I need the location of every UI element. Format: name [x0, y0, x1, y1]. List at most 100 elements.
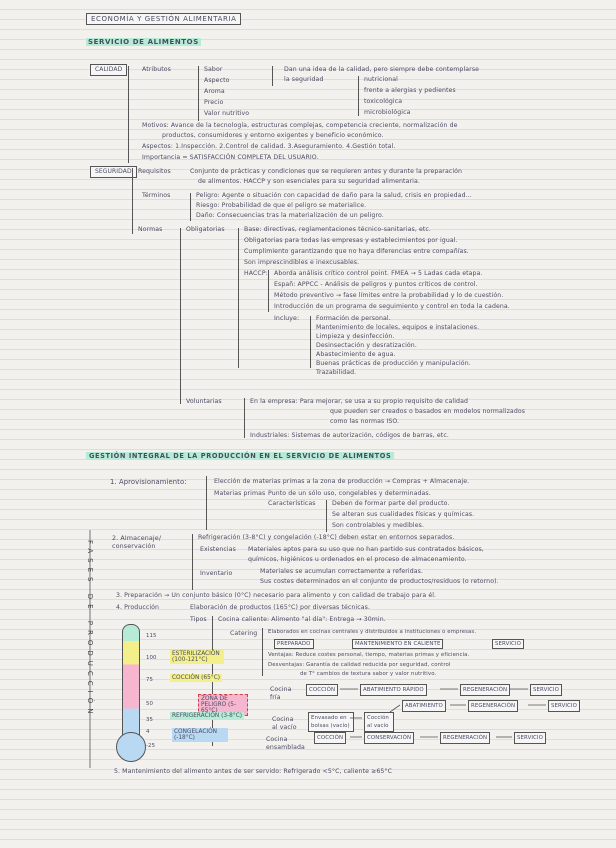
seg-2: toxicológica	[364, 98, 403, 105]
req-line2: de alimentos. HACCP y son esenciales par…	[198, 178, 420, 185]
haccp-1: Españ: APPCC - Análisis de peligros y pu…	[274, 281, 478, 288]
mp-line: Punto de un sólo uso, congelables y dete…	[268, 490, 431, 497]
haccp-2: Método preventivo → fase límites entre l…	[274, 292, 504, 299]
haccp-0: Aborda análisis crítico control point. F…	[274, 270, 483, 277]
materias-primas-label: Materias primas	[214, 490, 266, 497]
label-congelacion: CONGELACIÓN (-18°C)	[172, 728, 228, 742]
industriales-line: Industriales: Sistemas de autorización, …	[250, 432, 449, 439]
cocina-fria-label: Cocina fría	[270, 686, 292, 701]
aprov-line: Elección de materias primas a la zona de…	[214, 478, 470, 485]
produccion-title: 4. Producción	[116, 604, 160, 611]
tick-4: 35	[146, 717, 154, 723]
label-refrigeracion: REFRIGERACIÓN (3-8°C)	[170, 712, 245, 720]
attr-3: Precio	[204, 99, 224, 106]
haccp-label: HACCP:	[244, 270, 268, 277]
fria-step-1: ABATIMIENTO RÁPIDO	[360, 684, 427, 696]
car-2: Son controlables y medibles.	[332, 522, 425, 529]
ensam-step-2: REGENERACIÓN	[440, 732, 491, 744]
term-3: Daño: Consecuencias tras la materializac…	[196, 212, 384, 219]
attr-0: Sabor	[204, 66, 223, 73]
incl-1: Mantenimiento de locales, equipos e inst…	[316, 324, 480, 331]
obl-0: Base: directivas, reglamentaciones técni…	[244, 226, 431, 233]
incl-5: Buenas prácticas de producción y manipul…	[316, 360, 471, 367]
mantenimiento-footer: 5. Mantenimiento del alimento antes de s…	[114, 768, 393, 775]
cat-box-servicio: SERVICIO	[492, 639, 524, 649]
seg-1: frente a alergias y pedientes	[364, 87, 456, 94]
almacen-line: Refrigeración (3-8°C) y congelación (-18…	[198, 534, 455, 541]
almacenaje-title: 2. Almacenaje/ conservación	[112, 534, 162, 550]
calidad-desc1: Dan una idea de la calidad, pero siempre…	[284, 66, 480, 73]
produccion-line: Elaboración de productos (165°C) por div…	[190, 604, 371, 611]
tick-2: 75	[146, 677, 154, 683]
tick-6: -25	[146, 743, 156, 749]
exist-2: químicos, higiénicos u ordenados en el p…	[248, 556, 467, 563]
normas-label: Normas	[138, 226, 163, 233]
haccp-3: Introducción de un programa de seguimien…	[274, 303, 510, 310]
vol-2: que pueden ser creados o basados en mode…	[330, 408, 526, 415]
incluye-label: Incluye:	[274, 315, 300, 322]
vacio-step-0: Envasado en bolsas (vacío)	[308, 712, 354, 732]
motivos-line1: Motivos: Avance de la tecnología, estruc…	[142, 122, 458, 129]
caracteristicas-label: Características	[268, 500, 316, 507]
inv-2: Sus costes determinados en el conjunto d…	[260, 578, 499, 585]
fria-step-0: COCCIÓN	[306, 684, 339, 696]
cat-box-preparado: PREPARADO	[274, 639, 314, 649]
cat-line4: de T° cambios de textura sabor y valor n…	[300, 671, 437, 677]
vol-1: En la empresa: Para mejorar, se usa a su…	[250, 398, 468, 405]
existencias-label: Existencias	[200, 546, 236, 553]
incl-2: Limpieza y desinfección.	[316, 333, 395, 340]
cat-line2: Ventajas: Reduce costes personal, tiempo…	[268, 652, 470, 658]
vol-3: como las normas ISO.	[330, 418, 400, 425]
car-0: Deben de formar parte del producto.	[332, 500, 450, 507]
incl-6: Trazabilidad.	[316, 369, 357, 376]
incl-4: Abastecimiento de agua.	[316, 351, 396, 358]
tick-5: 4	[146, 729, 150, 735]
seg-3: microbiológica	[364, 109, 411, 116]
requisitos-label: Requisitos	[138, 168, 171, 175]
cocina-caliente: Cocina caliente: Alimento "al día": Entr…	[218, 616, 386, 623]
obl-3: Son imprescindibles e inexcusables.	[244, 259, 360, 266]
tick-3: 50	[146, 701, 154, 707]
cat-line1: Elaborados en cocinas centrales y distri…	[268, 629, 477, 635]
importancia-line: Importancia = SATISFACCIÓN COMPLETA DEL …	[142, 154, 319, 161]
thermometer	[122, 624, 140, 742]
ensam-step-1: CONSERVACIÓN	[364, 732, 415, 744]
term-1: Peligro: Agente o situación con capacida…	[196, 192, 472, 199]
req-line1: Conjunto de prácticas y condiciones que …	[190, 168, 463, 175]
attr-2: Aroma	[204, 88, 225, 95]
seguridad-label: SEGURIDAD	[90, 166, 137, 178]
tick-1: 100	[146, 655, 157, 661]
vacio-step-2: ABATIMIENTO	[402, 700, 446, 712]
section-gestion-integral: GESTIÓN INTEGRAL DE LA PRODUCCIÓN EN EL …	[86, 452, 395, 460]
inv-1: Materiales se acumulan correctamente a r…	[260, 568, 424, 575]
inventario-label: Inventario	[200, 570, 233, 577]
label-esterilizacion: ESTERILIZACIÓN (100-121°C)	[170, 650, 224, 664]
attr-1: Aspecto	[204, 77, 230, 84]
incl-3: Desinsectación y desratización.	[316, 342, 417, 349]
obl-1: Obligatorias para todas las empresas y e…	[244, 237, 458, 244]
calidad-desc2: la seguridad	[284, 76, 324, 83]
preparacion-line: 3. Preparación → Un conjunto básico (0°C…	[116, 592, 437, 599]
vacio-step-4: SERVICIO	[548, 700, 580, 712]
voluntarias-label: Voluntarias	[186, 398, 222, 405]
obligatorias-label: Obligatorias	[186, 226, 225, 233]
fria-step-3: SERVICIO	[530, 684, 562, 696]
cat-line3: Desventajas: Garantía de calidad reducid…	[268, 662, 451, 668]
vertical-fases-produccion: FASES DE PRODUCCIÓN	[86, 540, 94, 719]
catering-label: Catering	[230, 630, 258, 637]
incl-0: Formación de personal.	[316, 315, 391, 322]
cocina-vacio-label: Cocina al vacío	[272, 716, 297, 731]
terminos-label: Términos	[142, 192, 171, 199]
vacio-step-3: REGENERACIÓN	[468, 700, 519, 712]
obl-2: Cumplimiento garantizando que no haya di…	[244, 248, 469, 255]
tick-0: 115	[146, 633, 157, 639]
ensam-step-3: SERVICIO	[514, 732, 546, 744]
vacio-step-1: Cocción al vacío	[364, 712, 394, 732]
thermometer-bulb	[116, 732, 146, 762]
cocina-ensamblada-label: Cocina ensamblada	[266, 736, 305, 751]
motivos-line2: productos, consumidores y entorno exigen…	[162, 132, 384, 139]
aspectos-line: Aspectos: 1.Inspección. 2.Control de cal…	[142, 143, 396, 150]
atributos-label: Atributos	[142, 66, 171, 73]
tipos-label: Tipos	[190, 616, 207, 623]
